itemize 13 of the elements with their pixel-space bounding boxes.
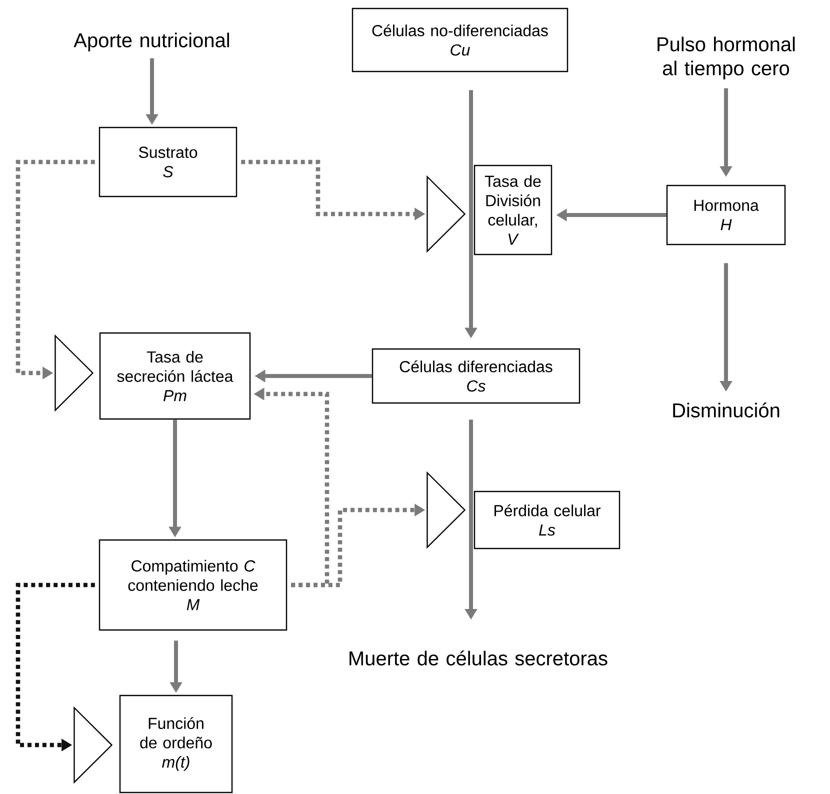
flow-label: Aporte nutricional	[74, 32, 229, 52]
process-box: Tasa de División celular, V	[474, 164, 552, 256]
process-box: Tasa de secreción láctea Pm	[99, 332, 251, 420]
process-box: Células no-diferenciadas Cu	[352, 8, 568, 72]
process-box: Función de ordeño m(t)	[119, 694, 233, 794]
flow-label: Muerte de células secretoras	[350, 650, 608, 666]
process-box: Pérdida celular Ls	[474, 490, 620, 550]
process-box: Sustrato S	[98, 126, 238, 198]
flow-label: Pulso hormonal al tiempo cero	[658, 36, 795, 80]
process-box: Hormona H	[666, 184, 786, 246]
flow-label: Disminución	[673, 402, 780, 418]
process-box: Células diferenciadas Cs	[372, 348, 580, 404]
process-box: Compatimiento C conteniendo leche M	[98, 539, 288, 631]
